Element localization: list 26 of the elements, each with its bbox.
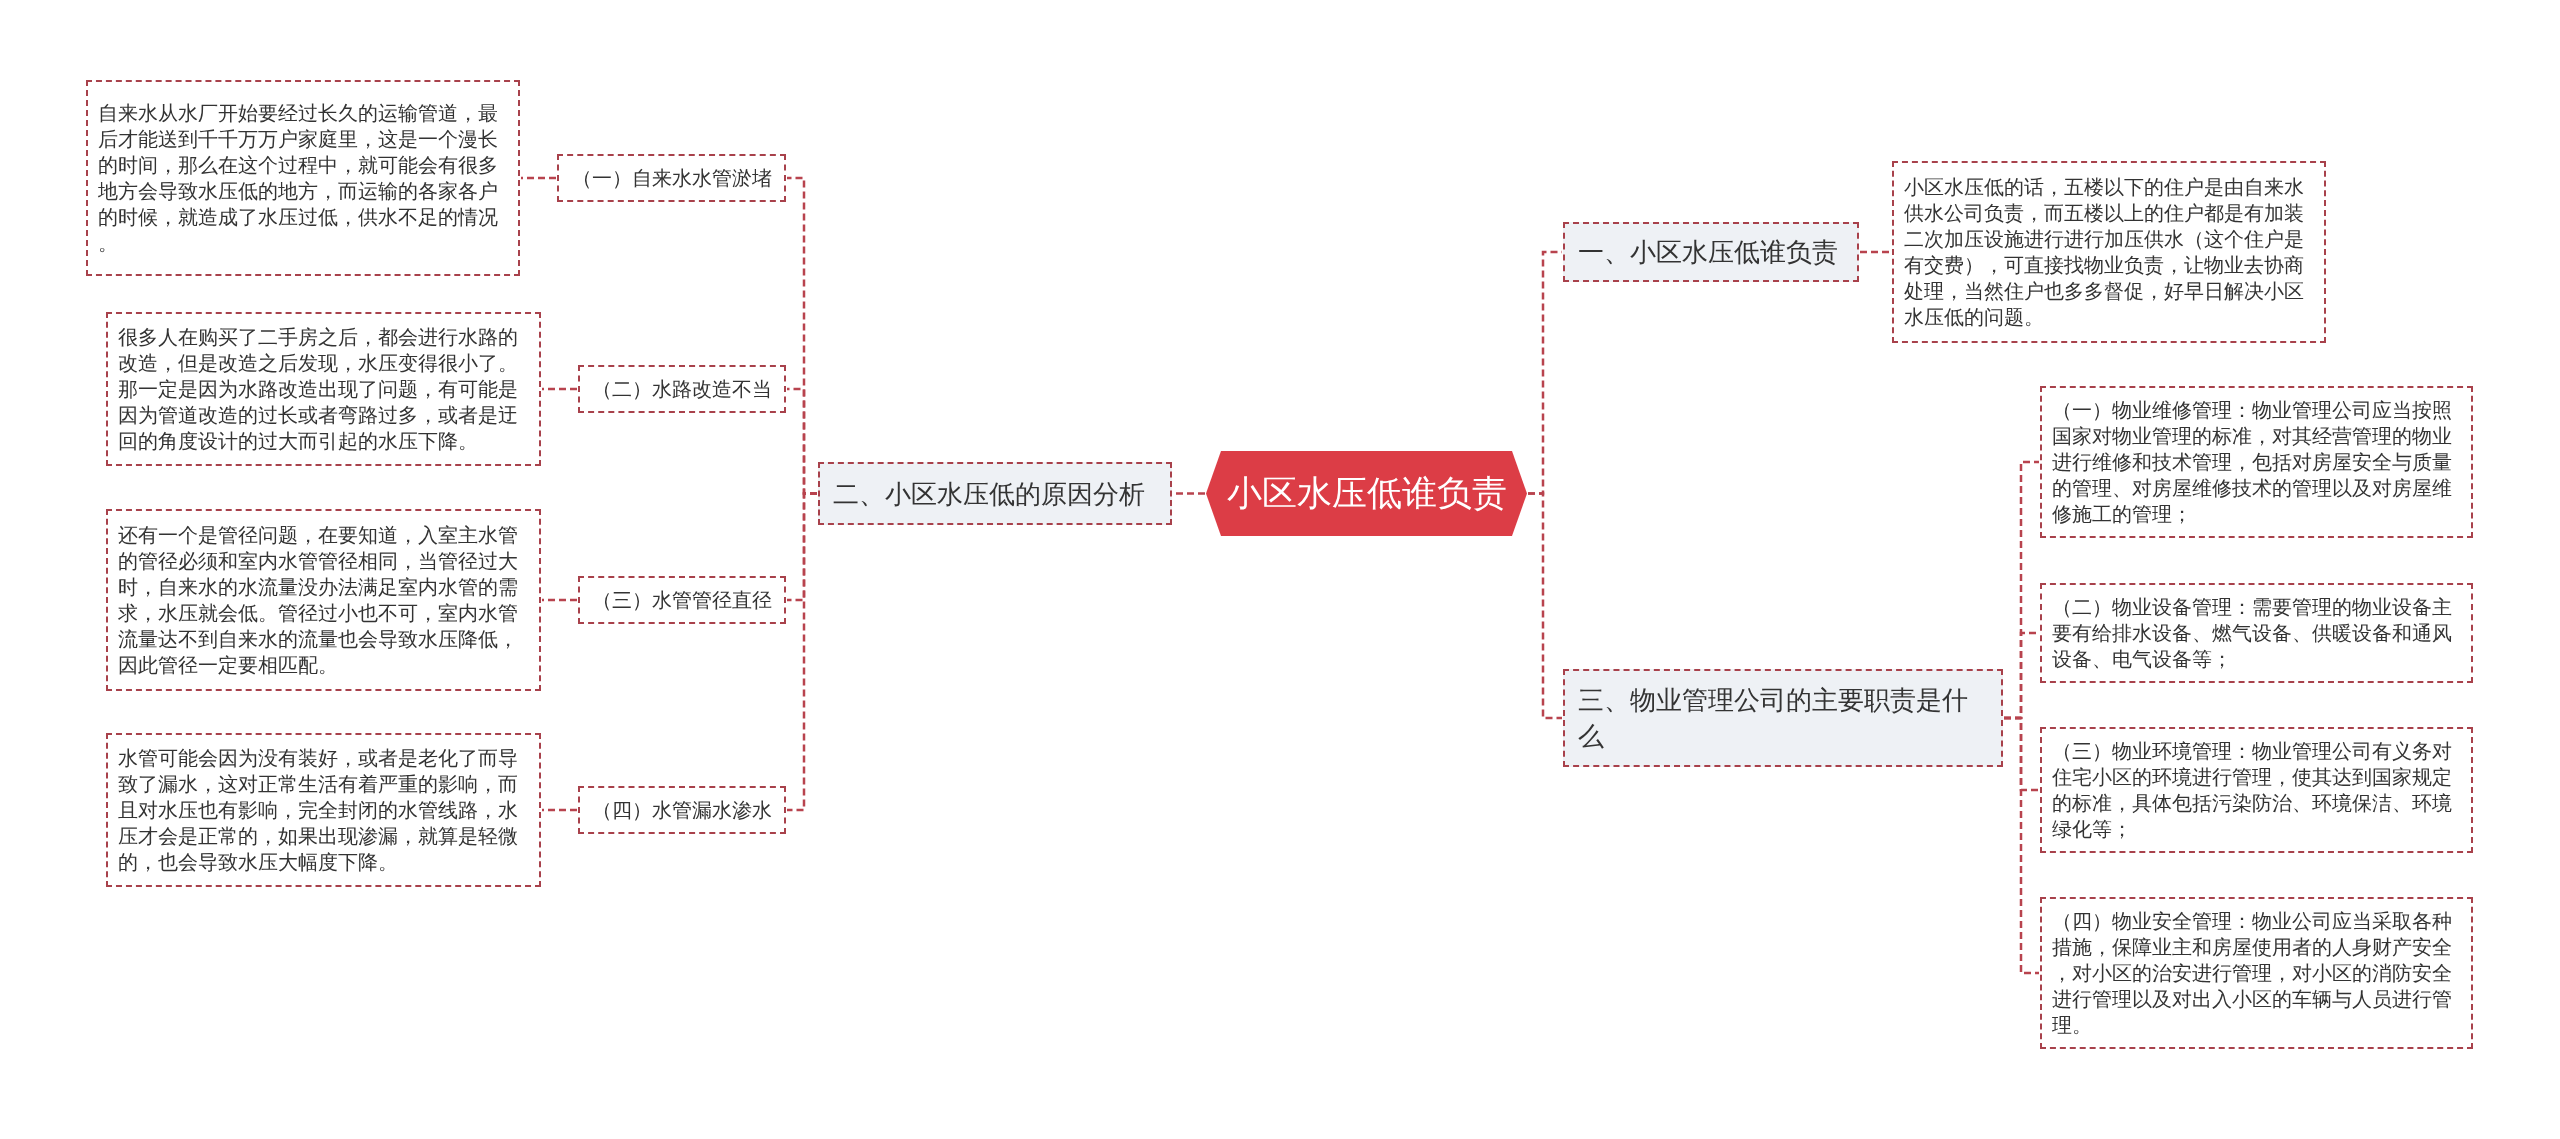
connector-line (787, 492, 817, 812)
subtopic-box: （一）自来水水管淤堵 (557, 154, 786, 202)
note-box: （一）物业维修管理：物业管理公司应当按照国家对物业管理的标准，对其经营管理的物业进行维修和技术管理，包括对房屋安全与质量的管理、对房屋维修技术的管理以及对房屋维修施工的管理； (2040, 386, 2473, 538)
subtopic-box: （四）水管漏水渗水 (578, 786, 786, 834)
connector-line (1528, 492, 1562, 720)
note-box: （二）物业设备管理：需要管理的物业设备主要有给排水设备、燃气设备、供暖设备和通风设备、电气设备等； (2040, 583, 2473, 683)
note-box: 小区水压低的话，五楼以下的住户是由自来水供水公司负责，而五楼以上的住户都是有加装二次加压设施进行进行加压供水（这个住户是有交费），可直接找物业负责，让物业去协商处理，当然住户也多多督促，好早日解决小区水压低的问题。 (1892, 161, 2326, 343)
topic-box: 二、小区水压低的原因分析 (818, 462, 1172, 525)
subtopic-box: （二）水路改造不当 (578, 365, 786, 413)
note-box: （四）物业安全管理：物业公司应当采取各种措施，保障业主和房屋使用者的人身财产安全，对小区的治安进行管理，对小区的消防安全进行管理以及对出入小区的车辆与人员进行管理。 (2040, 897, 2473, 1049)
connector-line (2004, 716, 2039, 975)
connector-line (521, 176, 556, 180)
connector-line (542, 598, 577, 602)
connector-line (1173, 492, 1205, 495)
connector-line (1860, 250, 1891, 254)
connector-line (542, 387, 577, 391)
note-box: （三）物业环境管理：物业管理公司有义务对住宅小区的环境进行管理，使其达到国家规定的标准，具体包括污染防治、环境保洁、环境绿化等； (2040, 727, 2473, 853)
note-box: 自来水从水厂开始要经过长久的运输管道，最后才能送到千千万万户家庭里，这是一个漫长的时间，那么在这个过程中，就可能会有很多地方会导致水压低的地方，而运输的各家各户的时候，就造成了水压过低，供水不足的情况。 (86, 80, 520, 276)
note-box: 很多人在购买了二手房之后，都会进行水路的改造，但是改造之后发现，水压变得很小了。那一定是因为水路改造出现了问题，有可能是因为管道改造的过长或者弯路过多，或者是迂回的角度设计的过大而引起的水压下降。 (106, 312, 541, 466)
root-topic: 小区水压低谁负责 (1206, 451, 1527, 536)
note-box: 水管可能会因为没有装好，或者是老化了而导致了漏水，这对正常生活有着严重的影响，而且对水压也有影响，完全封闭的水管线路，水压才会是正常的，如果出现渗漏，就算是轻微的，也会导致水压大幅度下降。 (106, 733, 541, 887)
subtopic-box: （三）水管管径直径 (578, 576, 786, 624)
connector-line (542, 808, 577, 812)
note-box: 还有一个是管径问题，在要知道，入室主水管的管径必须和室内水管管径相同，当管径过大时，自来水的水流量没办法满足室内水管的需求，水压就会低。管径过小也不可，室内水管流量达不到自来水的流量也会导致水压降低，因此管径一定要相匹配。 (106, 509, 541, 691)
topic-box: 三、物业管理公司的主要职责是什么 (1563, 669, 2003, 767)
topic-box: 一、小区水压低谁负责 (1563, 222, 1859, 282)
